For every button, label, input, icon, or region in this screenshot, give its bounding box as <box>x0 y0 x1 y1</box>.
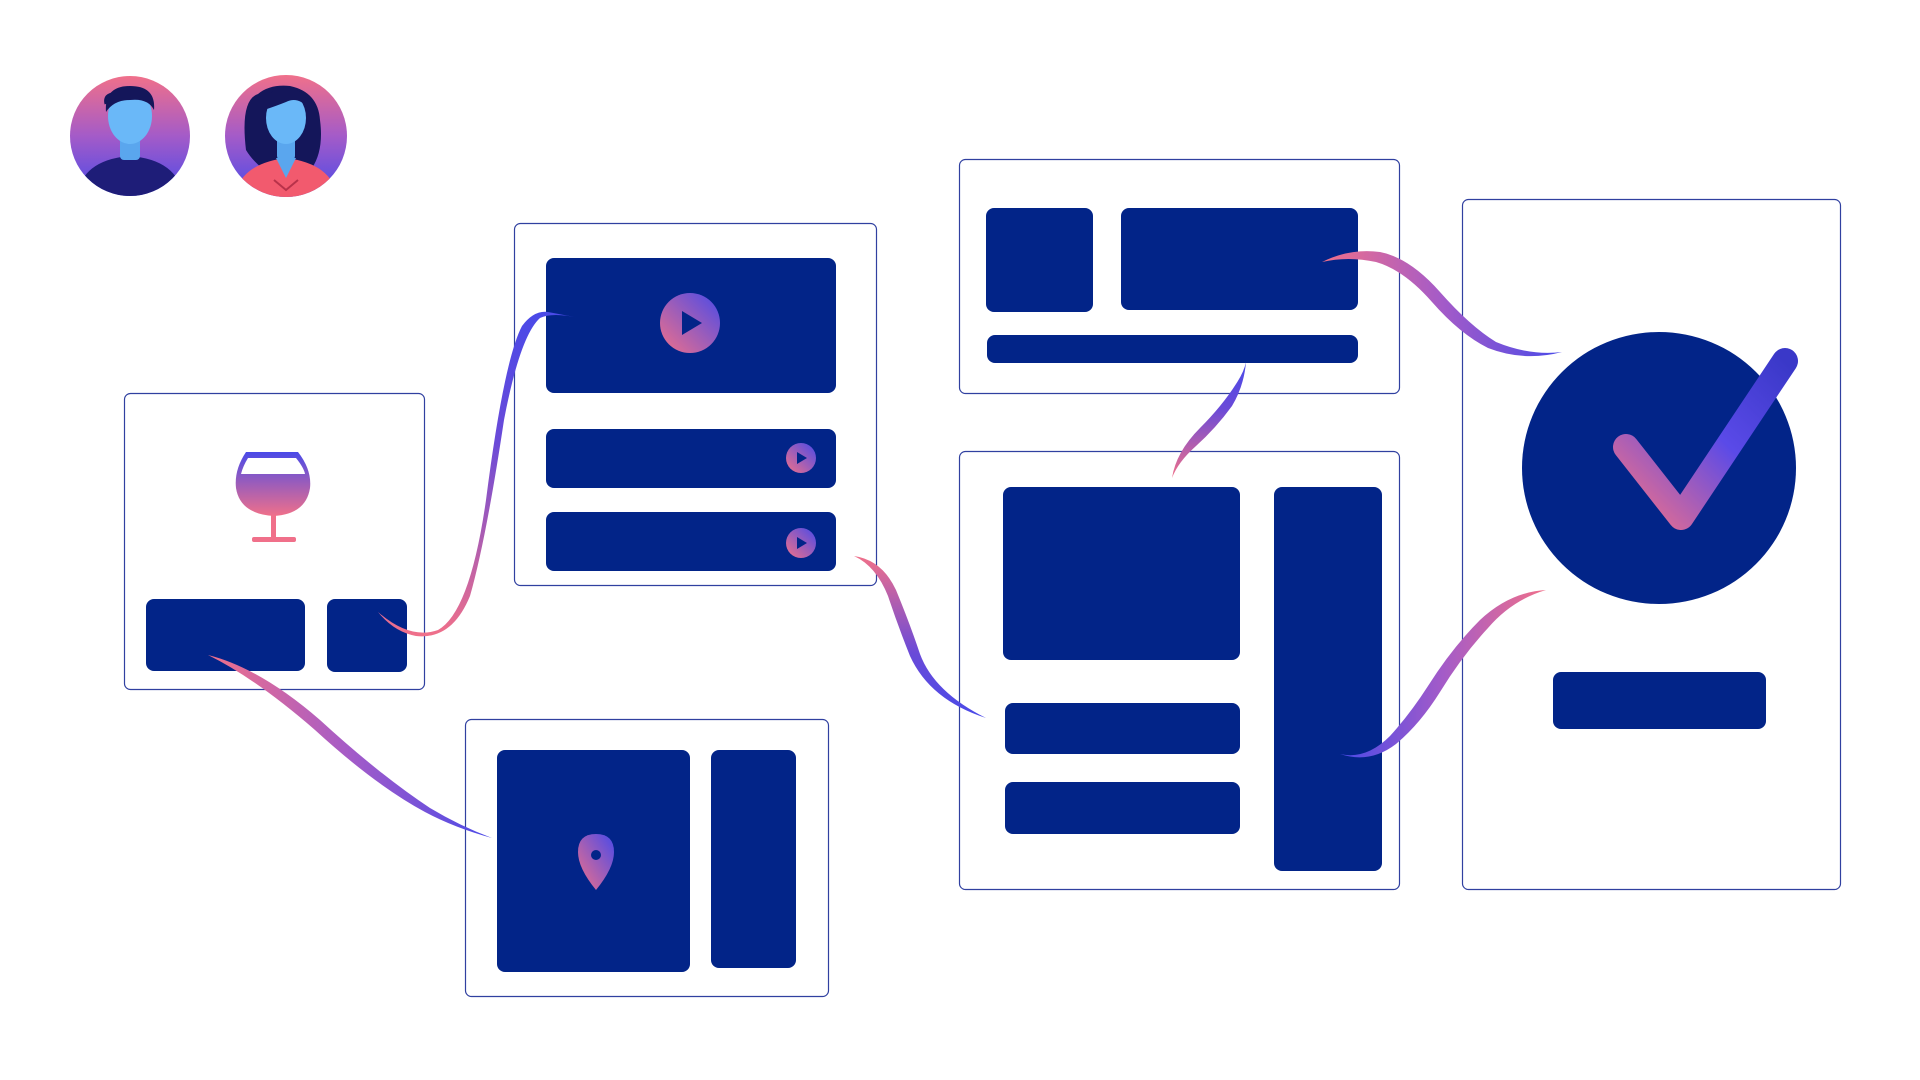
details-image-block <box>1003 487 1240 660</box>
panel-video <box>513 222 878 587</box>
details-row-block <box>1005 703 1240 754</box>
wine-glass-icon <box>235 452 311 542</box>
header-bar-block <box>987 335 1358 363</box>
play-icon <box>786 528 816 558</box>
connector-details-to-confirmation <box>1340 590 1546 758</box>
checkmark-icon <box>1522 332 1798 604</box>
panel-header-content <box>958 158 1401 395</box>
panel-details <box>958 450 1401 891</box>
panel-map <box>464 718 830 998</box>
confirmation-button-block <box>1553 672 1766 729</box>
connector-header-to-details <box>1172 362 1246 478</box>
connector-header-to-confirmation <box>1322 251 1562 357</box>
details-side-block <box>1274 487 1382 871</box>
video-list-item <box>546 429 836 488</box>
product-secondary-block <box>327 599 407 672</box>
location-pin-icon <box>578 834 614 890</box>
connector-video-to-details <box>854 556 986 718</box>
header-title-block <box>1121 208 1358 310</box>
details-row-block <box>1005 782 1240 834</box>
play-icon <box>660 293 720 353</box>
map-side-block <box>711 750 796 968</box>
female-user-avatar <box>225 75 347 197</box>
product-primary-block <box>146 599 305 671</box>
header-thumb-block <box>986 208 1093 312</box>
play-icon <box>786 443 816 473</box>
video-list-item <box>546 512 836 571</box>
panel-confirmation <box>1461 198 1842 891</box>
connector-product-to-map <box>208 655 492 838</box>
male-user-avatar <box>70 76 190 196</box>
